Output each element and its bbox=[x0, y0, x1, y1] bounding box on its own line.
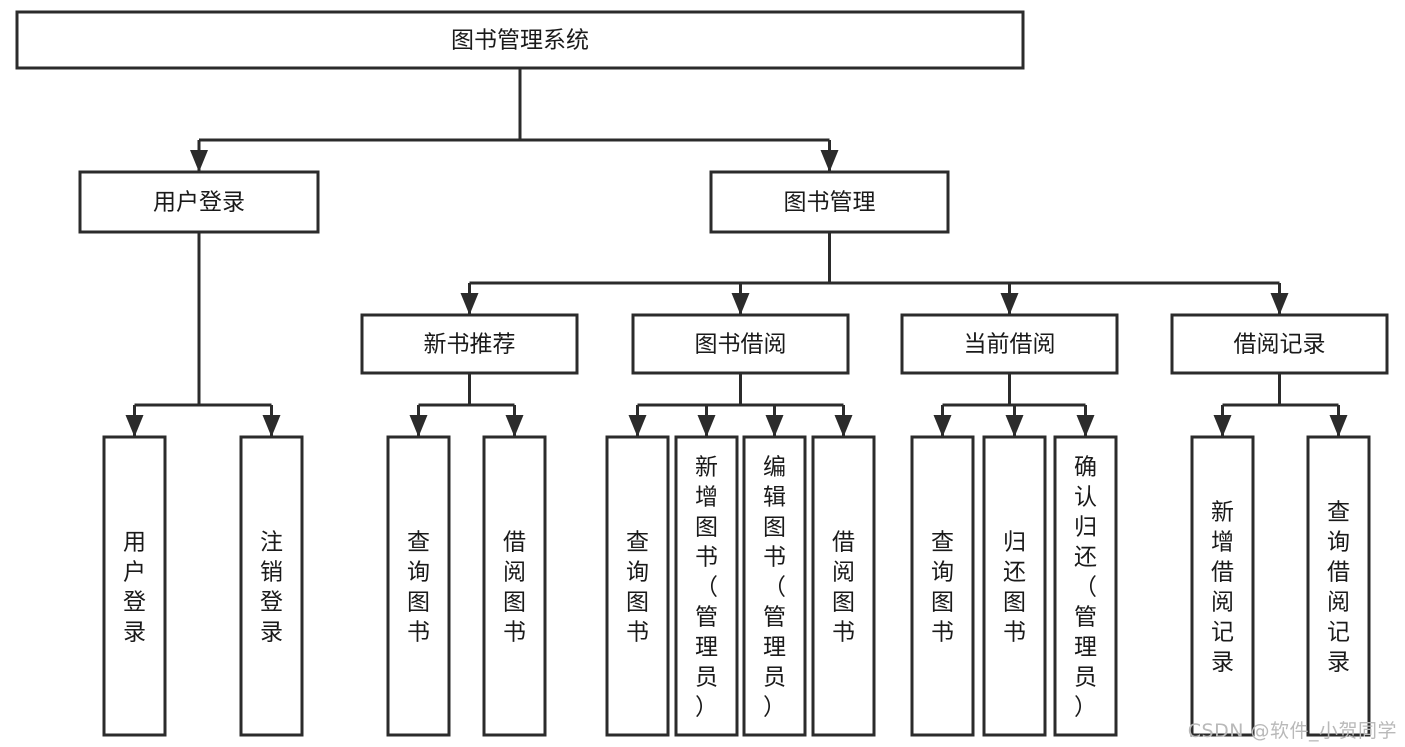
arrow-head-icon bbox=[1213, 415, 1232, 437]
node-label: 新增借阅记录 bbox=[1211, 499, 1234, 675]
node-leaf-add-book[interactable]: 新增图书（管理员） bbox=[674, 435, 739, 737]
node-leaf-add-record[interactable]: 新增借阅记录 bbox=[1190, 435, 1255, 737]
node-leaf-query-record[interactable]: 查询借阅记录 bbox=[1306, 435, 1371, 737]
node-box bbox=[811, 435, 876, 737]
node-label: 注销登录 bbox=[260, 529, 283, 645]
node-label: 借阅记录 bbox=[1234, 332, 1326, 358]
arrow-head-icon bbox=[262, 415, 281, 437]
node-user-login[interactable]: 用户登录 bbox=[78, 170, 320, 234]
node-box bbox=[742, 435, 807, 737]
node-label: 归还图书 bbox=[1003, 529, 1026, 645]
arrow-head-icon bbox=[190, 150, 208, 172]
node-box bbox=[1053, 435, 1118, 737]
node-label: 确认归还（管理员） bbox=[1074, 454, 1097, 720]
node-layer: 图书管理系统用户登录图书管理新书推荐图书借阅当前借阅借阅记录用户登录注销登录查询… bbox=[15, 10, 1389, 737]
node-label: 图书管理系统 bbox=[451, 28, 589, 54]
node-leaf-logout[interactable]: 注销登录 bbox=[239, 435, 304, 737]
arrow-head-icon bbox=[933, 415, 952, 437]
node-label: 新增图书（管理员） bbox=[695, 454, 718, 720]
node-box bbox=[982, 435, 1047, 737]
arrow-head-icon bbox=[697, 415, 716, 437]
node-box bbox=[674, 435, 739, 737]
node-box bbox=[482, 435, 547, 737]
node-label: 用户登录 bbox=[123, 529, 146, 645]
arrow-head-icon bbox=[1000, 293, 1019, 315]
node-label: 编辑图书（管理员） bbox=[763, 454, 786, 720]
arrow-head-icon bbox=[765, 415, 784, 437]
arrow-head-icon bbox=[125, 415, 144, 437]
node-label: 当前借阅 bbox=[964, 332, 1056, 358]
node-root[interactable]: 图书管理系统 bbox=[15, 10, 1025, 70]
node-box bbox=[360, 313, 579, 375]
arrow-head-icon bbox=[409, 415, 428, 437]
node-label: 查询图书 bbox=[626, 529, 649, 645]
arrow-head-icon bbox=[460, 293, 479, 315]
node-box bbox=[910, 435, 975, 737]
node-box bbox=[1170, 313, 1389, 375]
node-label: 借阅图书 bbox=[832, 529, 855, 645]
node-box bbox=[1306, 435, 1371, 737]
node-leaf-confirm-return[interactable]: 确认归还（管理员） bbox=[1053, 435, 1118, 737]
node-label: 查询借阅记录 bbox=[1327, 499, 1350, 675]
watermark: CSDN @软件_小贺同学 bbox=[1187, 720, 1397, 742]
node-leaf-query-book-2[interactable]: 查询图书 bbox=[605, 435, 670, 737]
node-label: 图书管理 bbox=[784, 190, 876, 216]
node-box bbox=[605, 435, 670, 737]
node-box bbox=[709, 170, 950, 234]
connector-layer bbox=[125, 68, 1348, 437]
node-leaf-borrow-book-1[interactable]: 借阅图书 bbox=[482, 435, 547, 737]
arrow-head-icon bbox=[834, 415, 853, 437]
node-book-borrow[interactable]: 图书借阅 bbox=[631, 313, 850, 375]
node-label: 查询图书 bbox=[931, 529, 954, 645]
arrow-head-icon bbox=[1329, 415, 1348, 437]
node-label: 新书推荐 bbox=[424, 332, 516, 358]
node-box bbox=[631, 313, 850, 375]
arrow-head-icon bbox=[820, 150, 839, 172]
node-current-borrow[interactable]: 当前借阅 bbox=[900, 313, 1119, 375]
node-leaf-edit-book[interactable]: 编辑图书（管理员） bbox=[742, 435, 807, 737]
arrow-head-icon bbox=[628, 415, 647, 437]
node-leaf-query-book-1[interactable]: 查询图书 bbox=[386, 435, 451, 737]
node-book-manage[interactable]: 图书管理 bbox=[709, 170, 950, 234]
node-new-book-rec[interactable]: 新书推荐 bbox=[360, 313, 579, 375]
node-box bbox=[386, 435, 451, 737]
arrow-head-icon bbox=[1270, 293, 1289, 315]
node-leaf-user-login[interactable]: 用户登录 bbox=[102, 435, 167, 737]
node-box bbox=[15, 10, 1025, 70]
node-label: 查询图书 bbox=[407, 529, 430, 645]
arrow-head-icon bbox=[1076, 415, 1095, 437]
node-leaf-query-book-3[interactable]: 查询图书 bbox=[910, 435, 975, 737]
node-box bbox=[102, 435, 167, 737]
arrow-head-icon bbox=[1005, 415, 1024, 437]
node-leaf-return-book[interactable]: 归还图书 bbox=[982, 435, 1047, 737]
arrow-head-icon bbox=[505, 415, 524, 437]
node-box bbox=[900, 313, 1119, 375]
node-box bbox=[78, 170, 320, 234]
node-label: 图书借阅 bbox=[695, 332, 787, 358]
node-borrow-record[interactable]: 借阅记录 bbox=[1170, 313, 1389, 375]
node-label: 用户登录 bbox=[153, 190, 245, 216]
node-leaf-borrow-book-2[interactable]: 借阅图书 bbox=[811, 435, 876, 737]
node-label: 借阅图书 bbox=[503, 529, 526, 645]
node-box bbox=[1190, 435, 1255, 737]
node-box bbox=[239, 435, 304, 737]
arrow-head-icon bbox=[731, 293, 750, 315]
